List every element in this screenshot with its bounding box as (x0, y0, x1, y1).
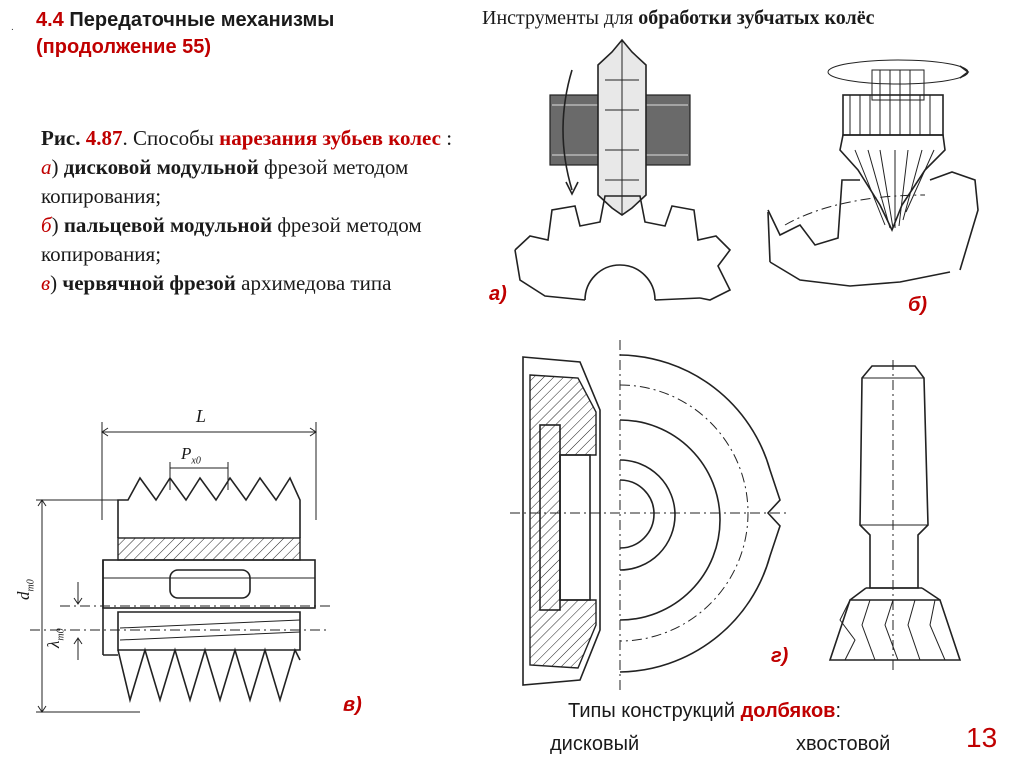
rotation-arrow (827, 59, 969, 85)
right-title-prefix: Инструменты для (482, 7, 634, 29)
finger-cutter (839, 134, 946, 232)
hob-section (117, 537, 301, 561)
item-b-bold: пальцевой модульной (63, 213, 273, 237)
finger-cutter-drawing (767, 59, 979, 287)
fig-intro: . Способы (122, 126, 214, 150)
gear-bore (584, 264, 656, 301)
shaper-type-disc: дисковый (550, 733, 640, 755)
shaper-types-emphasis: долбяков (740, 700, 836, 722)
fig-number: 4.87 (85, 126, 123, 150)
label-b: б) (908, 294, 928, 316)
item-a-letter: а (41, 155, 52, 179)
finger-shank (871, 69, 925, 101)
shaper-types-suffix: : (835, 700, 842, 722)
label-v: в) (343, 694, 362, 716)
disc-shaper-outline (619, 354, 781, 673)
hob-lower-body (117, 611, 301, 651)
shaper-types-prefix: Типы конструкций (568, 700, 736, 722)
section-continuation: (продолжение 55) (36, 36, 212, 58)
worm-hob-drawing (30, 422, 330, 713)
item-b-text: фрезой методом копирования; (41, 213, 422, 266)
fig-prefix: Рис. (41, 126, 81, 150)
dim-px0: Px0 (181, 444, 201, 466)
hob-hub (102, 559, 316, 609)
page-number: 13 (966, 722, 998, 753)
shank-body (859, 365, 929, 589)
hob-bottom-teeth (117, 647, 301, 704)
figure-caption: Рис. 4.87. Способы нарезания зубьев коле… (41, 126, 453, 295)
finger-collar (842, 94, 944, 136)
dim-L: L (196, 406, 207, 426)
disk-cutter-drawing (514, 38, 732, 301)
header-dot: . (11, 22, 14, 33)
shank-shaper-drawing (828, 360, 962, 670)
item-b-letter: б (41, 213, 52, 237)
shaper-type-shank: хвостовой (796, 733, 891, 755)
label-a: а) (489, 283, 507, 305)
label-g: г) (771, 645, 789, 667)
dim-px0-main: P (181, 444, 192, 463)
gear-blank-teeth (514, 195, 732, 301)
item-c-bold: червячной фрезой (62, 271, 236, 295)
item-a-text: фрезой методом копирования; (41, 155, 409, 208)
shank-cutter-teeth (828, 599, 962, 661)
right-title-emphasis: обработки зубчатых колёс (638, 7, 875, 29)
section-number: 4.4 (36, 9, 64, 31)
shaper-types-heading: Типы конструкций долбяков: (568, 700, 841, 723)
section-title: Передаточные механизмы (69, 9, 335, 31)
item-c-text: архимедова типа (241, 271, 392, 295)
item-a-bold: дисковой модульной (63, 155, 259, 179)
fig-intro-red: нарезания зубьев колес (219, 126, 441, 150)
disc-shaper-drawing (510, 340, 790, 690)
right-title: Инструменты для обработки зубчатых колёс (482, 7, 874, 30)
section-heading: 4.4 Передаточные механизмы (36, 6, 334, 34)
finger-gear-blank (767, 171, 979, 287)
dim-px0-sub: x0 (191, 455, 201, 467)
item-c-letter: в (41, 271, 51, 295)
fig-intro-end: : (440, 126, 453, 150)
hob-top-teeth (117, 476, 301, 538)
